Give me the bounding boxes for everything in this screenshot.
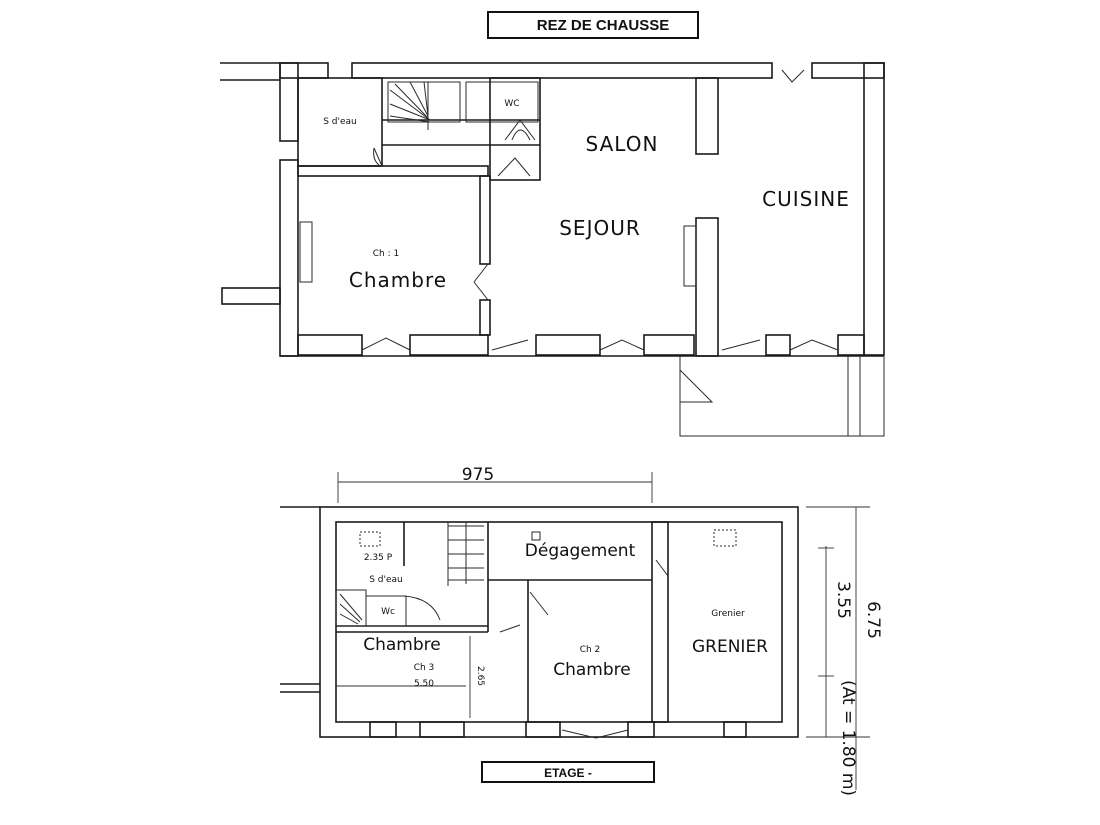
room-label-degagement: Dégagement [525,541,636,561]
room-label-wc: WC [504,99,519,109]
upper-floor-title-text: ETAGE - [544,766,592,780]
dimension-width: 975 [462,465,494,485]
room-label-sejour: SEJOUR [559,216,641,240]
ground-floor-title-text: REZ DE CHAUSSE [537,17,670,34]
room-label-salon: SALON [586,132,659,156]
dimension-chambre-3: 5.50 [414,679,434,689]
room-label-wc-upper: Wc [381,607,395,617]
room-code-ch1: Ch : 1 [373,249,399,259]
upper-floor-labels: 2.35 P S d'eau Wc Dégagement Chambre Ch … [363,541,768,689]
upper-floor-doors [403,559,669,739]
room-label-grenier-small: Grenier [711,609,745,619]
ground-floor-doors [361,69,839,403]
dimension-chambre-3-height: 2.65 [475,666,485,686]
ground-floor-labels: S d'eau WC SALON SEJOUR CUISINE Ch : 1 C… [323,99,850,292]
dimension-height-total: 6.75 [863,601,883,639]
dimension-note: (At = 1.80 m) [838,680,858,796]
ground-floor-stairs [389,81,431,130]
dimension-salle-eau: 2.35 P [364,553,393,563]
upper-floor-dimensions: 975 3.55 6.75 (At = 1.80 m) [336,465,883,796]
upper-floor-stairs [339,522,484,625]
room-label-chambre-2: Chambre [553,660,631,680]
room-label-cuisine: CUISINE [762,187,850,211]
room-label-chambre-3: Chambre [363,635,441,655]
room-label-salle-eau-upper: S d'eau [369,575,403,585]
room-code-ch2: Ch 2 [580,645,601,655]
upper-floor-title: ETAGE - [481,761,655,783]
room-code-ch3: Ch 3 [414,663,435,673]
ground-floor-title: REZ DE CHAUSSE [487,11,699,39]
room-label-grenier: GRENIER [692,637,768,657]
room-label-salle-eau: S d'eau [323,117,357,127]
upper-floor-walls [280,506,799,738]
ground-floor-walls [220,62,885,437]
dimension-height-inner: 3.55 [833,581,853,619]
room-label-chambre-1: Chambre [349,268,447,292]
